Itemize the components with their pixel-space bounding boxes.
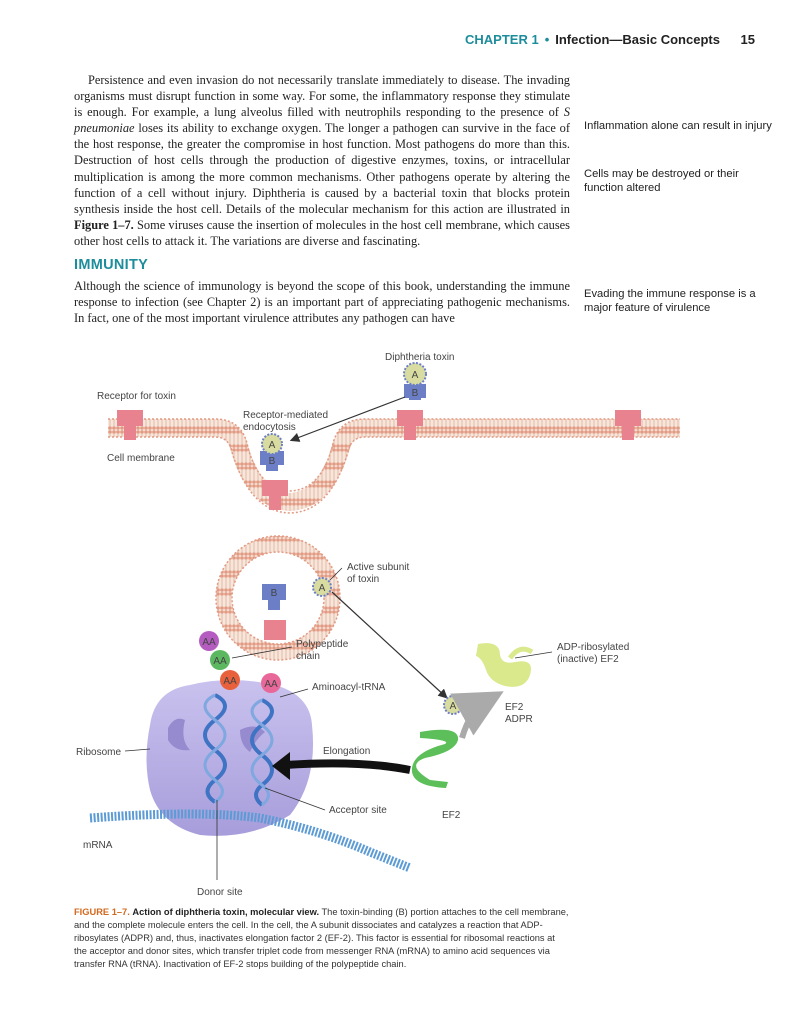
polypeptide-chain: AA AA AA	[199, 631, 240, 690]
toxin-a-label: A	[412, 370, 419, 381]
active-subunit-label-2: of toxin	[347, 574, 379, 585]
diphtheria-toxin: A B	[403, 362, 427, 400]
aminoacyl-trna-label: Aminoacyl-tRNA	[312, 682, 386, 693]
receptor-mediated-label: Receptor-mediated	[243, 410, 328, 421]
diphtheria-toxin-figure: A B Diphtheria toxin A B Receptor for to…	[76, 352, 680, 898]
acceptor-leader	[264, 787, 326, 811]
elongation-arrowhead	[272, 752, 290, 780]
active-subunit-leader	[329, 567, 343, 581]
donor-site-label: Donor site	[197, 887, 243, 898]
ef2-bound-subunit-a: A	[443, 695, 463, 715]
active-subunit-a: A	[312, 577, 332, 597]
aminoacyl-leader	[279, 688, 309, 698]
aa-label: AA	[223, 676, 237, 687]
receptor	[615, 410, 641, 440]
ef2-adpr-label-2: ADPR	[505, 714, 533, 725]
trna-donor-site	[203, 693, 227, 804]
ef2-a-label: A	[450, 701, 457, 712]
ribosome-leader	[124, 748, 151, 752]
ribosylation-arrow	[450, 691, 504, 739]
chapter-title: Infection—Basic Concepts	[555, 32, 720, 47]
acceptor-site-label: Acceptor site	[329, 805, 387, 816]
chapter-label: CHAPTER 1	[465, 32, 539, 47]
ef2-label: EF2	[442, 810, 461, 821]
adp-ribosylated-ef2	[476, 643, 531, 687]
margin-note-immune-evasion: Evading the immune response is a major f…	[584, 288, 756, 314]
toxin-receptors	[117, 410, 641, 510]
body-text-2: loses its ability to exchange oxygen. Th…	[74, 121, 570, 216]
species-name: S pneumoniae	[74, 105, 570, 136]
section-heading: IMMUNITY	[74, 257, 149, 273]
vesicle-b-label: B	[271, 588, 278, 599]
body-text-1: Persistence and even invasion do not nec…	[74, 73, 570, 120]
ribosome-label: Ribosome	[76, 747, 121, 758]
cell-membrane-label: Cell membrane	[107, 453, 175, 464]
elongation-label: Elongation	[323, 746, 370, 757]
aminoacyl-aa: AA	[261, 673, 281, 693]
diphtheria-toxin-label: Diphtheria toxin	[385, 352, 454, 363]
adp-ribosylated-label-1: ADP-ribosylated	[557, 642, 629, 653]
trna-acceptor-site	[250, 698, 274, 807]
aa-label: AA	[264, 679, 278, 690]
margin-note-inflammation: Inflammation alone can result in injury	[584, 120, 772, 132]
toxin-in-endocytic-pit: A B	[260, 433, 284, 471]
active-subunit-label-1: Active subunit	[347, 562, 409, 573]
receptor	[397, 410, 423, 440]
receptor-label: Receptor for toxin	[97, 391, 176, 402]
cell-membrane	[108, 418, 680, 514]
toxin-to-ef2-arrow	[331, 591, 448, 699]
page-number: 15	[740, 32, 755, 47]
pit-toxin-b-label: B	[269, 456, 276, 467]
aa-label: AA	[213, 656, 227, 667]
header-separator: •	[544, 32, 550, 47]
figure-caption: FIGURE 1–7. Action of diphtheria toxin, …	[74, 906, 570, 971]
adpr-group	[507, 646, 534, 660]
adp-ribosylated-label-2: (inactive) EF2	[557, 654, 619, 665]
running-header: CHAPTER 1 • Infection—Basic Concepts 15	[465, 32, 755, 52]
endocytic-vesicle: B	[215, 535, 341, 661]
aa-label: AA	[202, 637, 216, 648]
caption-number: FIGURE 1–7.	[74, 907, 130, 917]
caption-title: Action of diphtheria toxin, molecular vi…	[132, 907, 320, 917]
polypeptide-label-2: chain	[296, 651, 320, 662]
ef2-protein	[411, 729, 459, 788]
polypeptide-leader	[231, 646, 293, 659]
polypeptide-label-1: Polypeptide	[296, 639, 349, 650]
receptor	[117, 410, 143, 440]
immunity-text: Although the science of immunology is be…	[74, 279, 570, 326]
active-a-label: A	[319, 583, 326, 594]
toxin-b-label: B	[412, 388, 419, 399]
immunity-paragraph: Although the science of immunology is be…	[74, 278, 570, 326]
adp-ef2-leader	[514, 651, 553, 659]
endocytosis-label: endocytosis	[243, 422, 296, 433]
margin-note-cell-destruction: Cells may be destroyed or their function…	[584, 168, 739, 194]
elongation-arrow	[284, 759, 411, 774]
figure-reference[interactable]: Figure 1–7.	[74, 217, 134, 232]
body-paragraph: Persistence and even invasion do not nec…	[74, 72, 570, 249]
pit-toxin-a-label: A	[269, 440, 276, 451]
body-text-3: Some viruses cause the insertion of mole…	[74, 217, 571, 248]
ef2-adpr-label-1: EF2	[505, 702, 524, 713]
receptor	[262, 480, 288, 510]
endocytosis-arrow	[289, 396, 406, 442]
mrna-label: mRNA	[83, 840, 113, 851]
ribosome	[146, 680, 314, 836]
caption-text: The toxin-binding (B) portion attaches t…	[74, 907, 569, 969]
